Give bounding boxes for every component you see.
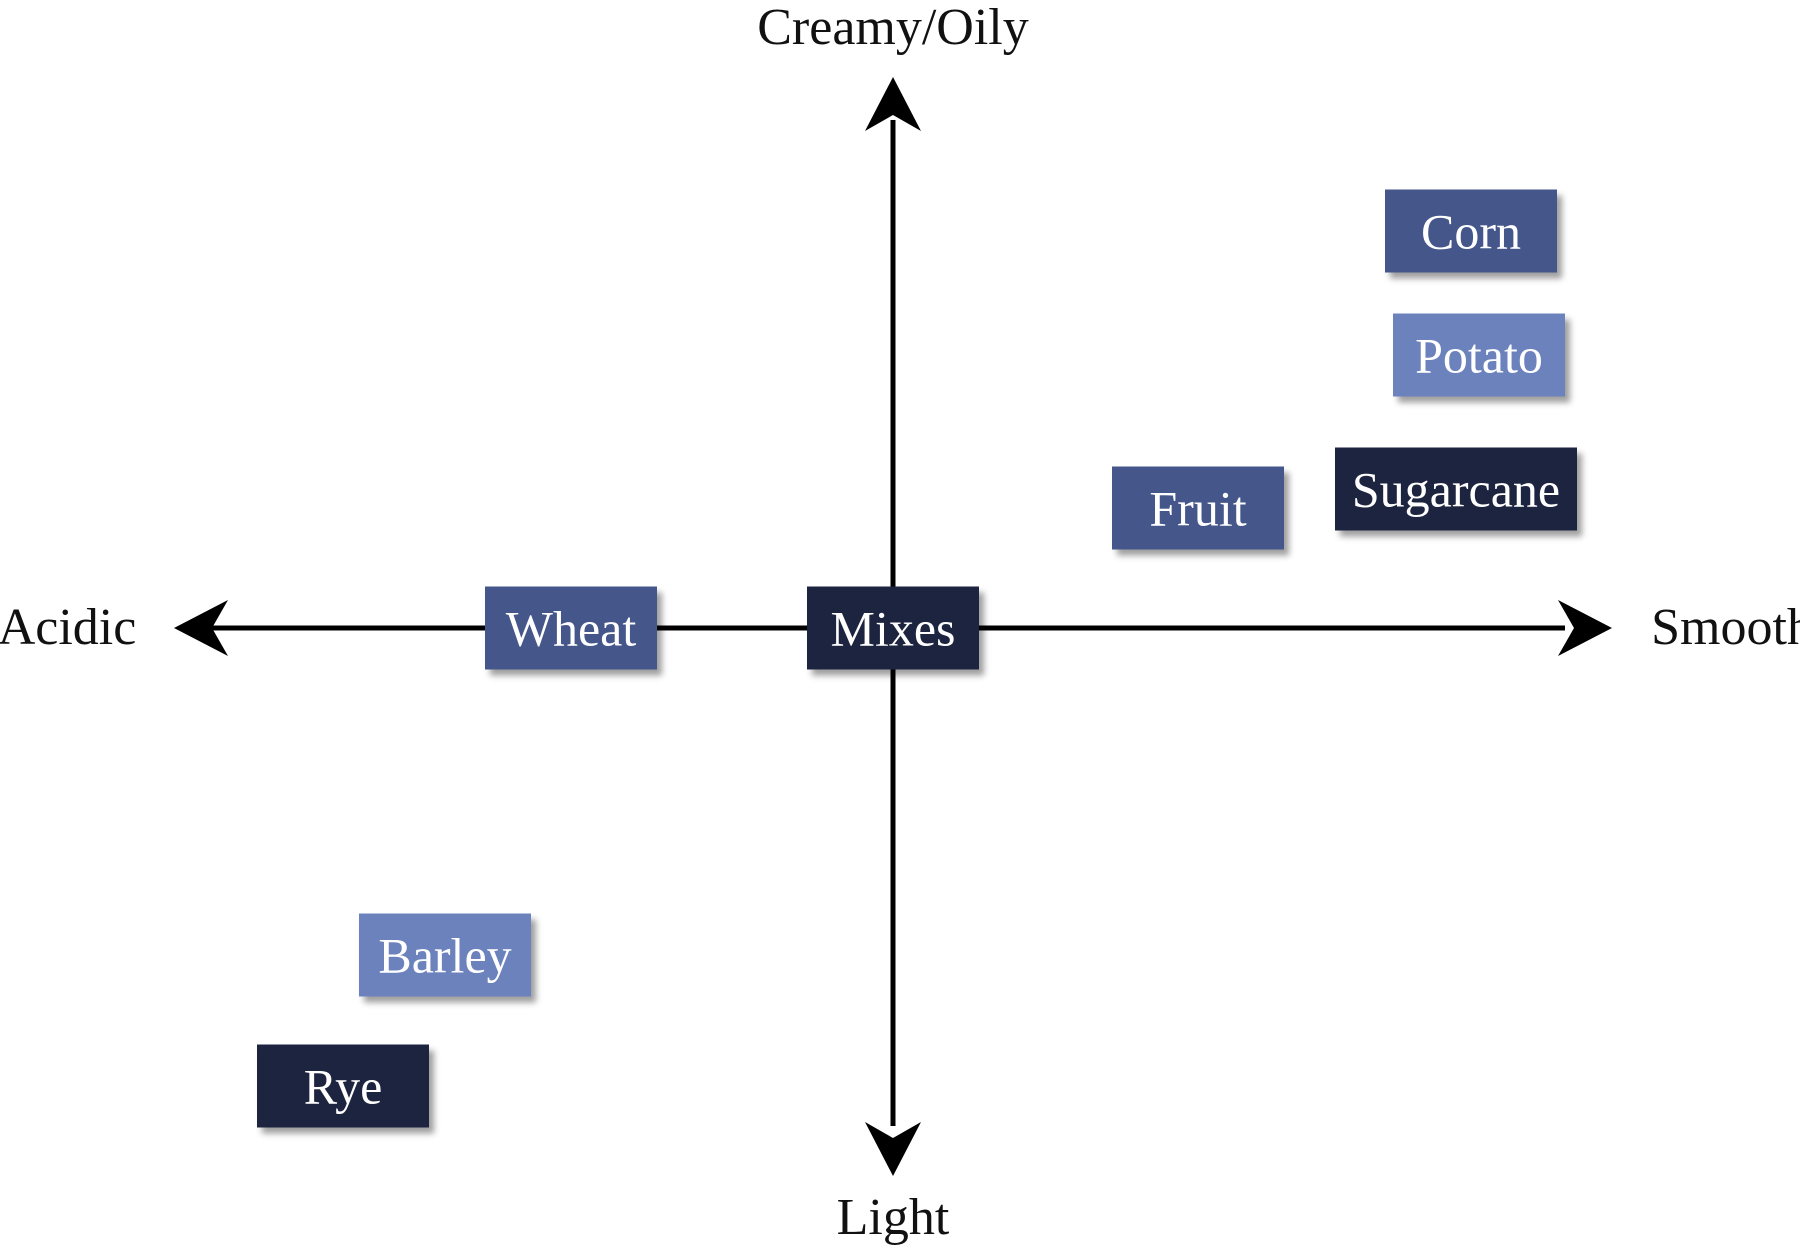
axis-label-bottom: Light — [836, 1189, 950, 1246]
node-rye: Rye — [257, 1044, 429, 1128]
axis-label-left: Acidic — [0, 599, 137, 656]
arrow-up-icon — [865, 77, 921, 131]
node-wheat: Wheat — [485, 586, 657, 670]
arrow-down-icon — [865, 1122, 921, 1176]
axis-label-right: Smooth — [1651, 599, 1800, 656]
node-sugarcane: Sugarcane — [1335, 447, 1577, 531]
arrow-right-icon — [1558, 600, 1612, 656]
axis-label-top: Creamy/Oily — [757, 0, 1029, 56]
node-barley: Barley — [359, 913, 531, 997]
node-fruit: Fruit — [1112, 466, 1284, 550]
node-potato: Potato — [1393, 313, 1565, 397]
arrow-left-icon — [174, 600, 228, 656]
node-corn: Corn — [1385, 189, 1557, 273]
node-mixes: Mixes — [807, 586, 979, 670]
